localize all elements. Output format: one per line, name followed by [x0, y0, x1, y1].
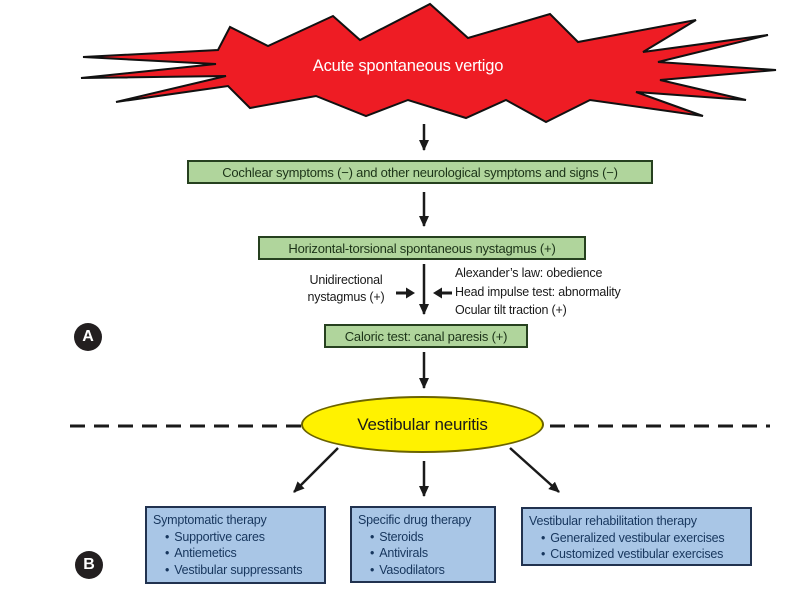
therapy-item: • Steroids [358, 529, 488, 546]
bullet-icon: • [165, 529, 170, 544]
therapy-item-label: Steroids [379, 529, 424, 544]
diagnosis-label: Vestibular neuritis [357, 414, 488, 434]
diagnosis-ellipse: Vestibular neuritis [301, 396, 544, 453]
flow-box-spontaneous-nystagmus-label: Horizontal-torsional spontaneous nystagm… [288, 240, 556, 256]
therapy-item: • Supportive cares [153, 529, 318, 546]
therapy-item: • Antiemetics [153, 545, 318, 562]
therapy-box-rehabilitation: Vestibular rehabilitation therapy • Gener… [521, 507, 752, 566]
therapy-item-label: Generalized vestibular exercises [550, 530, 725, 545]
therapy-title: Specific drug therapy [358, 513, 472, 527]
left-annotation-line2: nystagmus (+) [307, 290, 385, 304]
bullet-icon: • [541, 547, 546, 561]
therapy-box-symptomatic: Symptomatic therapy • Supportive cares • A… [145, 506, 326, 584]
therapy-title: Symptomatic therapy [153, 513, 267, 527]
panel-a-badge: A [74, 323, 102, 351]
right-annotation-line3: Ocular tilt traction (+) [455, 303, 567, 317]
right-annotation-line1: Alexander’s law: obedience [455, 266, 603, 280]
bullet-icon: • [370, 546, 375, 560]
panel-a-letter: A [82, 328, 94, 345]
arrow-left-icon [433, 287, 452, 299]
flow-box-caloric-test-label: Caloric test: canal paresis (+) [344, 328, 508, 344]
arrow-right-icon [396, 287, 415, 299]
arrow-down-left-icon [293, 447, 339, 493]
therapy-item-label: Customized vestibular exercises [550, 547, 724, 561]
therapy-title: Vestibular rehabilitation therapy [529, 514, 697, 528]
therapy-item: • Vasodilators [358, 562, 488, 579]
therapy-item: • Customized vestibular exercises [529, 546, 744, 563]
therapy-item-label: Antivirals [379, 546, 428, 560]
panel-b-badge: B [75, 551, 103, 579]
bullet-icon: • [165, 562, 170, 577]
therapy-item-label: Supportive cares [174, 529, 265, 544]
therapy-item-label: Vestibular suppressants [174, 562, 303, 577]
arrow-down-right-icon [509, 447, 560, 493]
starburst-polygon [80, 2, 777, 124]
flow-box-caloric-test: Caloric test: canal paresis (+) [324, 324, 528, 348]
therapy-box-specific-drug: Specific drug therapy • Steroids • Antivir… [350, 506, 496, 583]
bullet-icon: • [370, 529, 375, 544]
panel-b-letter: B [83, 556, 95, 573]
flow-box-cochlear-symptoms-label: Cochlear symptoms (−) and other neurolog… [222, 164, 618, 180]
flow-box-spontaneous-nystagmus: Horizontal-torsional spontaneous nystagm… [258, 236, 586, 260]
bullet-icon: • [541, 530, 546, 545]
bullet-icon: • [165, 546, 170, 560]
therapy-item-label: Antiemetics [174, 546, 237, 560]
therapy-item: • Generalized vestibular exercises [529, 530, 744, 547]
right-annotation: Alexander’s law: obedience Head impulse … [455, 264, 621, 320]
therapy-item: • Vestibular suppressants [153, 562, 318, 579]
flow-box-cochlear-symptoms: Cochlear symptoms (−) and other neurolog… [187, 160, 653, 184]
right-annotation-line2: Head impulse test: abnormality [455, 284, 621, 299]
starburst-label: Acute spontaneous vertigo [312, 57, 504, 75]
left-annotation-line1: Unidirectional [309, 273, 383, 287]
therapy-item-label: Vasodilators [379, 562, 445, 577]
left-annotation: Unidirectional nystagmus (+) [290, 272, 402, 306]
bullet-icon: • [370, 562, 375, 577]
therapy-item: • Antivirals [358, 545, 488, 562]
starburst-shape [80, 2, 777, 124]
